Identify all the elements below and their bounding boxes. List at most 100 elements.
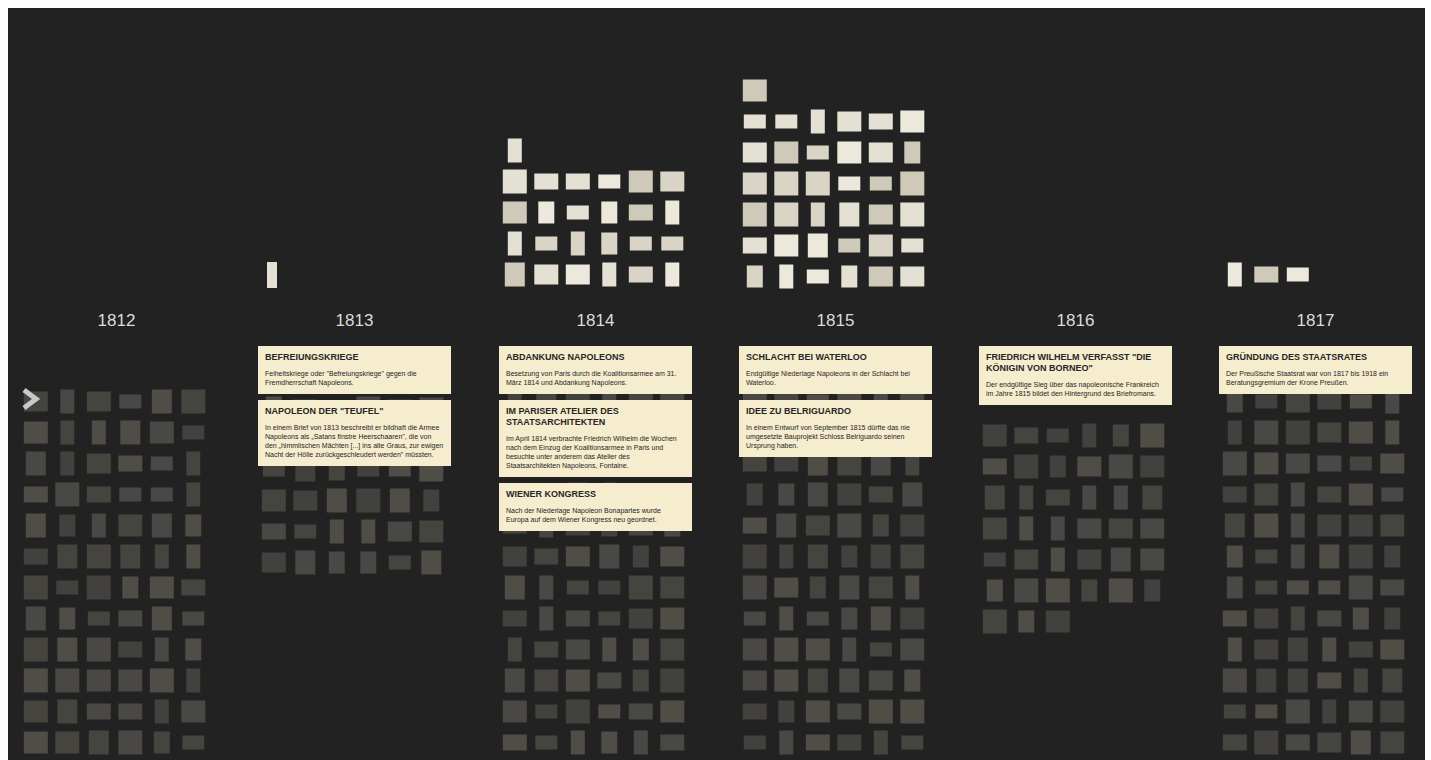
thumbnail-tile bbox=[419, 521, 443, 543]
thumbnail-tile bbox=[744, 736, 766, 750]
thumbnail-tile bbox=[811, 110, 825, 134]
card-body: In einem Brief von 1813 beschreibt er bi… bbox=[265, 423, 444, 459]
thumbnail-tile bbox=[901, 239, 923, 253]
year-label: 1812 bbox=[22, 311, 212, 331]
card-body: Nach der Niederlage Napoleon Bonapartes … bbox=[506, 506, 685, 524]
thumbnail-tile bbox=[182, 612, 204, 626]
thumbnail-tile bbox=[150, 577, 174, 599]
thumbnail-tile bbox=[1109, 519, 1133, 539]
thumbnail-tile bbox=[55, 732, 79, 754]
thumbnail-tile bbox=[1223, 452, 1247, 476]
thumbnail-tile bbox=[1227, 577, 1243, 599]
thumbnail-tile bbox=[743, 203, 767, 227]
card-body: Feiheitskriege oder "Befreiungskriege" g… bbox=[265, 369, 444, 387]
thumbnail-tile bbox=[904, 670, 920, 692]
thumbnail-tile bbox=[900, 608, 924, 630]
thumbnail-tile bbox=[181, 390, 205, 414]
thumbnail-tile bbox=[598, 175, 620, 189]
thumbnail-tile bbox=[1380, 454, 1404, 474]
thumbnail-tile bbox=[1109, 455, 1133, 479]
thumbnail-tile bbox=[743, 576, 767, 600]
thumbnail-tile bbox=[1286, 454, 1310, 474]
thumbnail-tile bbox=[1014, 455, 1038, 479]
thumbnail-tile bbox=[743, 671, 767, 691]
thumbnail-tile bbox=[774, 172, 798, 196]
thumbnail-tile bbox=[1223, 611, 1247, 627]
thumbnail-tile bbox=[567, 206, 589, 220]
thumbnail-tile bbox=[566, 611, 590, 627]
thumbnail-tile bbox=[87, 576, 111, 600]
thumbnail-tile bbox=[539, 576, 553, 600]
thumbnail-tile bbox=[1019, 486, 1033, 510]
thumbnail-tile bbox=[905, 576, 919, 600]
thumbnail-tile bbox=[119, 395, 141, 409]
thumbnail-tile bbox=[1077, 519, 1101, 539]
thumbnail-tile bbox=[983, 459, 1007, 475]
thumbnail-tile bbox=[1317, 394, 1341, 410]
thumbnail-tile bbox=[1349, 422, 1373, 444]
thumbnail-tile bbox=[900, 545, 924, 569]
thumbnail-tile bbox=[1014, 550, 1038, 570]
thumbnail-tile bbox=[60, 421, 74, 445]
thumbnail-tile bbox=[1317, 456, 1341, 472]
card-body: Endgültige Niederlage Napoleons in der S… bbox=[746, 369, 925, 387]
thumbnail-tile bbox=[26, 514, 46, 538]
thumbnail-tile bbox=[1255, 550, 1277, 564]
thumbnail-tile bbox=[983, 425, 1007, 447]
thumbnail-tile bbox=[1350, 457, 1372, 471]
thumbnail-tile bbox=[1317, 515, 1341, 537]
thumbnail-tile bbox=[1382, 669, 1402, 693]
thumbnail-tile bbox=[267, 262, 277, 288]
thumbnail-tile bbox=[26, 607, 46, 631]
thumbnail-tile bbox=[262, 553, 286, 573]
thumbnail-tile bbox=[55, 483, 79, 507]
thumbnail-tile bbox=[601, 732, 617, 754]
thumbnail-tile bbox=[24, 422, 48, 444]
thumbnail-tile bbox=[534, 174, 558, 190]
thumbnail-tile bbox=[1288, 638, 1308, 662]
thumbnail-tile bbox=[185, 515, 201, 537]
thumbnail-tile bbox=[152, 514, 172, 538]
thumbnail-tile bbox=[1223, 735, 1247, 751]
thumbnail-tile bbox=[634, 731, 648, 755]
thumbnail-tile bbox=[155, 700, 169, 724]
thumbnail-tile bbox=[1385, 421, 1399, 445]
thumbnail-tile bbox=[743, 545, 767, 569]
thumbnail-tile bbox=[774, 638, 798, 662]
thumbnail-tile bbox=[900, 639, 924, 661]
year-label: 1816 bbox=[981, 311, 1171, 331]
thumbnail-tile bbox=[1286, 735, 1310, 751]
thumbnail-tile bbox=[360, 552, 376, 574]
thumbnail-tile bbox=[1228, 263, 1242, 287]
thumbnail-tile bbox=[1046, 579, 1070, 603]
thumbnail-tile bbox=[1014, 428, 1038, 444]
thumbnail-tile bbox=[186, 483, 200, 507]
thumbnail-tile bbox=[1380, 640, 1404, 660]
thumbnail-tile bbox=[873, 515, 889, 537]
thumbnail-tile bbox=[629, 704, 653, 720]
thumbnail-tile bbox=[985, 486, 1005, 510]
thumbnail-tile bbox=[505, 669, 525, 693]
thumbnail-tile bbox=[1228, 638, 1242, 662]
thumbnail-tile bbox=[1077, 550, 1101, 570]
thumbnail-tile bbox=[743, 639, 767, 661]
thumbnail-tile bbox=[150, 669, 174, 693]
thumbnail-tile bbox=[1047, 429, 1069, 443]
thumbnail-tile bbox=[598, 612, 620, 626]
thumbnail-tile bbox=[87, 545, 111, 569]
thumbnail-tile bbox=[361, 520, 375, 544]
year-label: 1814 bbox=[501, 311, 691, 331]
thumbnail-tile bbox=[356, 489, 380, 513]
thumbnail-tile bbox=[629, 267, 653, 283]
thumbnail-tile bbox=[660, 172, 684, 192]
card-heading: FRIEDRICH WILHELM VERFASST "DIE KÖNIGIN … bbox=[986, 352, 1165, 374]
thumbnail-tile bbox=[155, 638, 169, 662]
thumbnail-tile bbox=[660, 735, 684, 751]
thumbnail-tile bbox=[871, 545, 891, 569]
thumbnail-tile bbox=[837, 514, 861, 538]
thumbnail-tile bbox=[1254, 609, 1278, 629]
card-heading: IM PARISER ATELIER DES STAATSARCHITEKTEN bbox=[506, 406, 685, 428]
thumbnail-tile bbox=[660, 701, 684, 723]
thumbnail-tile bbox=[1140, 519, 1164, 539]
thumbnail-tile bbox=[1317, 487, 1341, 503]
